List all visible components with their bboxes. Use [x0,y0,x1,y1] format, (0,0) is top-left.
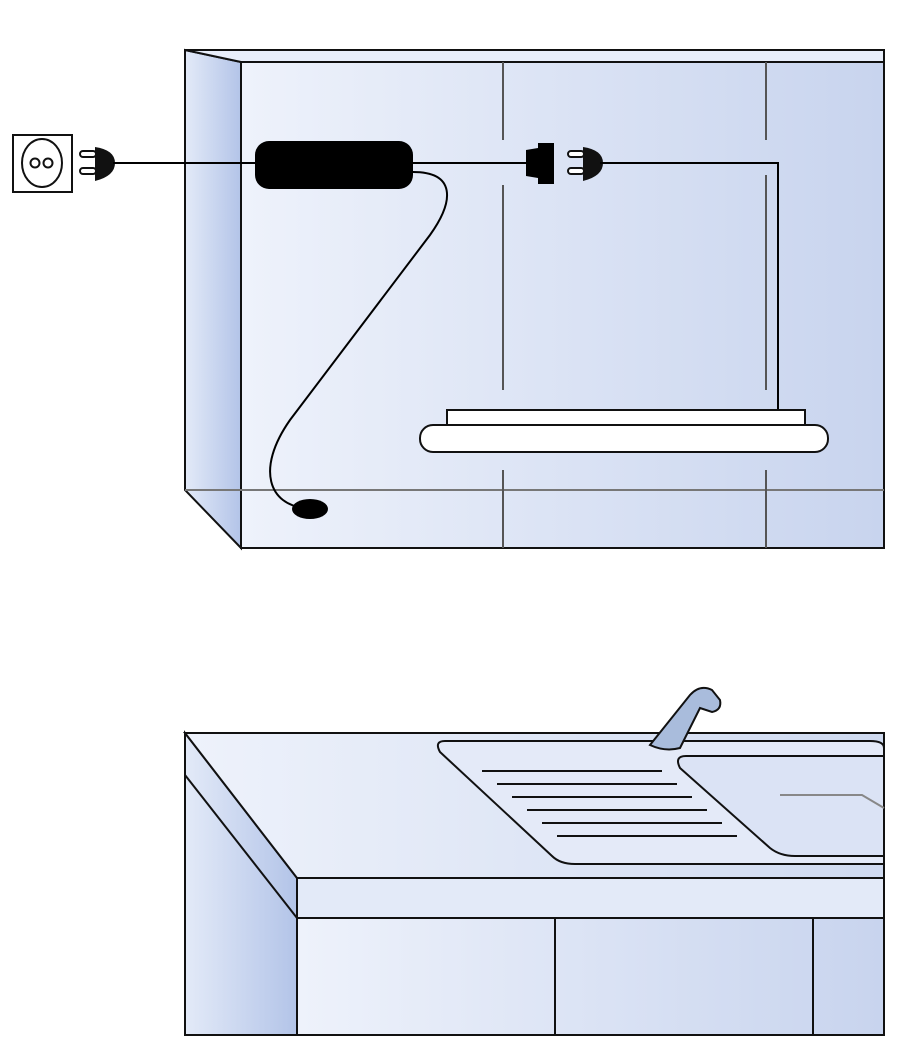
faucet-icon [648,686,722,751]
cabinet-side [184,48,242,551]
transformer-icon [255,141,413,189]
light-cable [600,162,779,410]
plug-icon [567,147,603,181]
connector-icon [526,143,554,184]
cabinet-top-edge [184,49,885,63]
switch-cable [269,171,448,509]
base-cabinet-front [296,917,885,1036]
wiring [12,134,829,519]
under-cabinet-light-icon [419,409,829,453]
foot-switch-icon [292,499,328,519]
base-cabinet [182,686,885,1036]
sink-icon [436,740,885,865]
counter-edge [296,877,885,919]
plug-icon [79,147,115,181]
wall-socket-icon [12,134,73,193]
wall-cabinet [184,48,885,551]
cabinet-front [240,61,885,549]
cabinet-door-dividers [502,62,767,548]
